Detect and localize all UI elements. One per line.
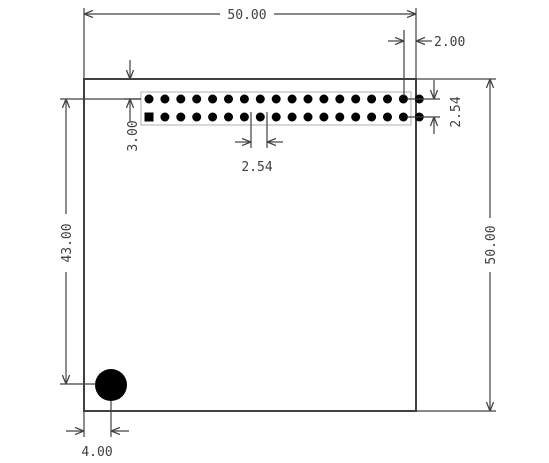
header-pin [287,112,297,122]
header-pin [239,112,249,122]
hole-horizontal-dimension: 4.00 [66,401,129,460]
horizontal-pitch-dimension: 2.54 [235,112,283,175]
header-pin [351,112,361,122]
header-pin [303,112,313,122]
header-pin [271,112,281,122]
header-pin [176,112,186,122]
header-right-offset-label: 2.00 [434,35,465,50]
height-dimension: 50.00 [416,78,499,412]
mounting-hole [95,369,127,401]
header-pin [398,94,408,104]
hole-horizontal-label: 4.00 [81,445,112,460]
header-pin [271,94,281,104]
header-pin [160,94,170,104]
header-pin [367,94,377,104]
hole-vertical-dimension: 43.00 [60,98,141,385]
header-pin [351,94,361,104]
header-pin [208,112,218,122]
header-pin [208,94,218,104]
height-label: 50.00 [484,225,499,264]
header-pin [239,94,249,104]
header-pin [160,112,170,122]
header-pin [255,94,265,104]
board-outline [83,78,417,412]
width-dimension: 50.00 [83,8,417,79]
header-pin [319,112,329,122]
vertical-pitch-label: 2.54 [449,96,464,127]
header-right-offset-dimension: 2.00 [388,30,465,96]
pin-header-outline [140,91,412,126]
horizontal-pitch-label: 2.54 [241,160,272,175]
header-pin [224,112,233,122]
pin-header [144,94,424,122]
header-top-offset-dimension: 3.00 [124,60,141,152]
header-pin [383,112,392,122]
header-pin [383,94,392,104]
hole-vertical-label: 43.00 [60,223,75,262]
width-label: 50.00 [227,8,266,23]
header-pin [192,94,202,104]
header-pin [319,94,329,104]
pin-1-square [144,112,154,122]
header-top-offset-label: 3.00 [126,120,141,151]
vertical-pitch-dimension: 2.54 [408,80,464,134]
header-pin [287,94,297,104]
header-pin [303,94,313,104]
header-pin [335,112,345,122]
header-pin [224,94,233,104]
header-pin [335,94,345,104]
header-pin [398,112,408,122]
header-pin [176,94,186,104]
header-pin [255,112,265,122]
header-pin [144,94,154,104]
header-pin [367,112,377,122]
header-pin [192,112,202,122]
